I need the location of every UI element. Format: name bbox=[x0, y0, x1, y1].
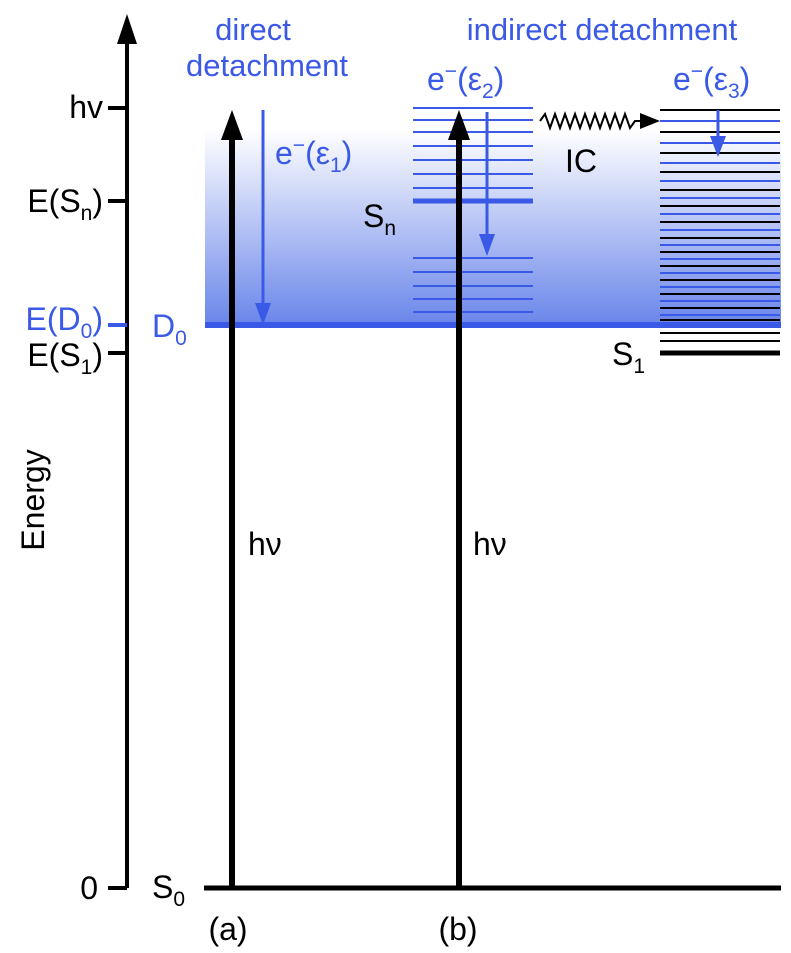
tick-label-zero: 0 bbox=[80, 870, 98, 906]
title-direct-line2: detachment bbox=[186, 48, 348, 83]
tick-label-esn: E(Sn) bbox=[27, 183, 103, 225]
panel-label-a: (a) bbox=[208, 911, 247, 947]
s1-manifold bbox=[660, 109, 780, 342]
title-direct-line1: direct bbox=[215, 12, 291, 47]
ic-label: IC bbox=[565, 143, 597, 179]
tick-label-es1: E(S1) bbox=[27, 337, 103, 379]
photon-label-b: hν bbox=[473, 526, 507, 562]
electron-label-e1: e−(ε1) bbox=[275, 134, 352, 177]
electron-label-e2: e−(ε2) bbox=[427, 60, 504, 103]
photon-arrow-a-head bbox=[221, 110, 243, 140]
state-label-s0: S0 bbox=[152, 869, 185, 911]
state-label-sn: Sn bbox=[363, 198, 396, 240]
e1-arrow-head bbox=[255, 303, 271, 325]
axis-label-energy: Energy bbox=[15, 449, 51, 550]
tick-label-ed0: E(D0) bbox=[26, 301, 103, 343]
energy-axis-arrowhead bbox=[117, 14, 137, 44]
e3-arrow-head bbox=[710, 136, 726, 157]
photon-label-a: hν bbox=[248, 526, 282, 562]
e2-arrow-head bbox=[479, 234, 495, 256]
photon-arrow-b-head bbox=[448, 110, 470, 140]
state-label-d0: D0 bbox=[152, 308, 187, 350]
state-label-s1: S1 bbox=[612, 336, 645, 378]
ic-arrow-head bbox=[640, 113, 660, 129]
electron-label-e3: e−(ε3) bbox=[673, 60, 750, 103]
ic-wavy-arrow bbox=[539, 111, 640, 131]
sn-manifold bbox=[413, 107, 533, 313]
panel-label-b: (b) bbox=[438, 911, 477, 947]
tick-label-hv: hv bbox=[69, 89, 103, 125]
title-indirect: indirect detachment bbox=[467, 12, 738, 47]
